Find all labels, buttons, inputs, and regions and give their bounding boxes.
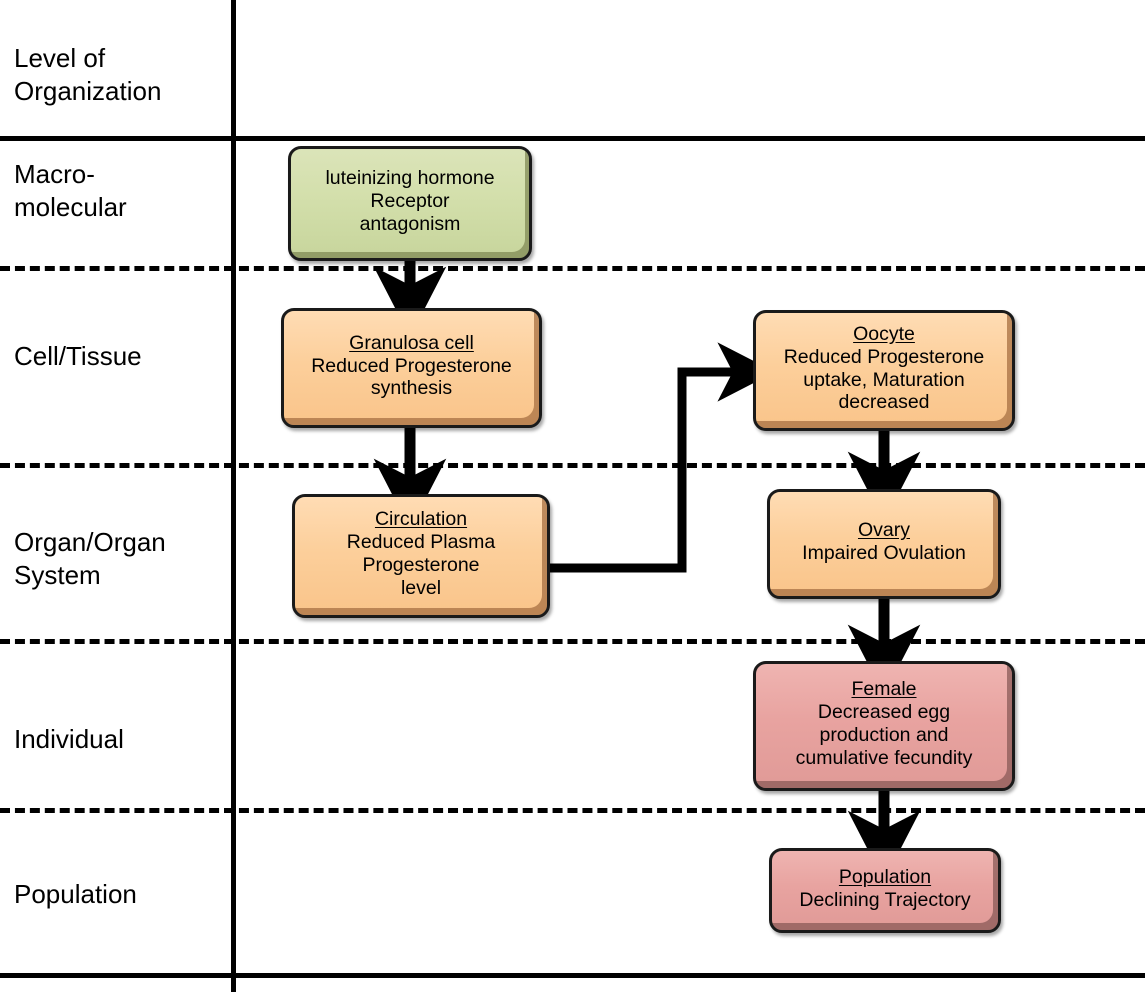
node-ovary[interactable]: Ovary Impaired Ovulation: [767, 489, 1001, 599]
level-label-individual: Individual: [14, 724, 124, 754]
node-female[interactable]: Female Decreased egg production and cumu…: [753, 661, 1015, 791]
node-body-female: Decreased egg production and cumulative …: [795, 701, 973, 769]
grid-rule-dashed-1: [0, 266, 1145, 271]
grid-rule-dashed-4: [0, 808, 1145, 813]
level-label-organ-system: Organ/Organ System: [14, 527, 166, 591]
level-label-cell-tissue: Cell/Tissue: [14, 341, 142, 371]
edge-circulation-to-oocyte: [548, 342, 775, 573]
node-title-ovary: Ovary: [857, 519, 910, 542]
node-title-circulation: Circulation: [374, 508, 468, 531]
grid-rule-dashed-3: [0, 639, 1145, 644]
node-oocyte[interactable]: Oocyte Reduced Progesterone uptake, Matu…: [753, 310, 1015, 431]
node-body-oocyte: Reduced Progesterone uptake, Maturation …: [783, 345, 985, 414]
node-body-granulosa-cell: Reduced Progesterone synthesis: [311, 354, 512, 400]
grid-rule-dashed-2: [0, 463, 1145, 468]
node-population[interactable]: Population Declining Trajectory: [769, 848, 1001, 933]
node-title-granulosa-cell: Granulosa cell: [349, 331, 474, 354]
axis-header-level-of-organization: Level of Organization: [14, 43, 162, 107]
level-label-population: Population: [14, 879, 137, 909]
grid-rule-vertical: [231, 0, 236, 992]
node-body-lh-receptor-antagonism: luteinizing hormone Receptor antagonism: [325, 167, 495, 235]
node-title-female: Female: [851, 678, 917, 701]
node-body-circulation: Reduced Plasma Progesterone level: [346, 531, 496, 599]
grid-rule-solid-bottom: [0, 973, 1145, 978]
node-lh-receptor-antagonism[interactable]: luteinizing hormone Receptor antagonism: [288, 146, 532, 261]
node-body-population: Declining Trajectory: [799, 888, 971, 911]
grid-rule-solid-top: [0, 136, 1145, 141]
node-granulosa-cell[interactable]: Granulosa cell Reduced Progesterone synt…: [281, 308, 542, 428]
level-label-macromolecular: Macro- molecular: [14, 159, 127, 223]
node-body-ovary: Impaired Ovulation: [802, 542, 966, 564]
node-circulation[interactable]: Circulation Reduced Plasma Progesterone …: [292, 494, 550, 618]
node-title-oocyte: Oocyte: [853, 322, 915, 345]
node-title-population: Population: [838, 865, 932, 888]
